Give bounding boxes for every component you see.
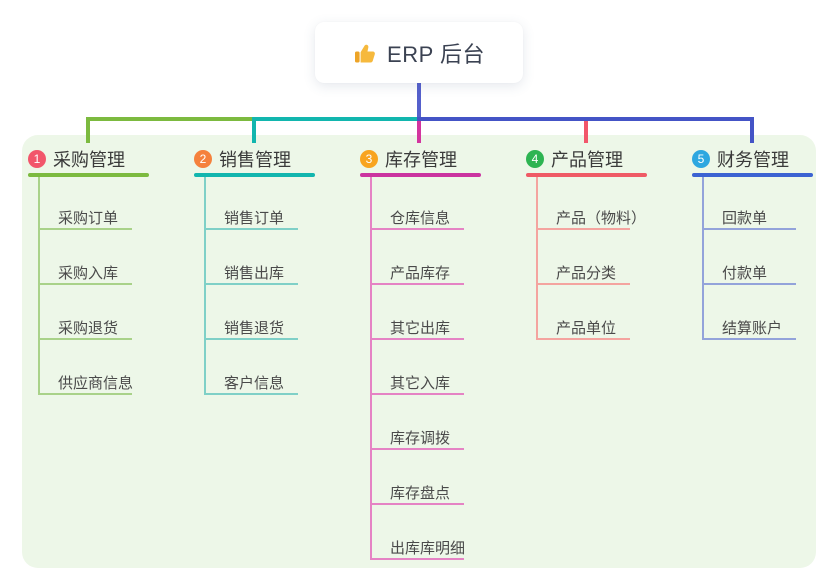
branch-index-badge: 1 (28, 150, 46, 168)
branch-underline (194, 173, 315, 177)
child-node[interactable]: 库存调拨 (390, 430, 451, 447)
branch-child-connector (370, 177, 372, 560)
child-node[interactable]: 回款单 (722, 210, 768, 227)
branch-column: 2 销售管理销售订单销售出库销售退货客户信息 (194, 147, 350, 395)
child-underline (370, 558, 464, 560)
branch-index-badge: 3 (360, 150, 378, 168)
child-underline (38, 338, 132, 340)
child-node[interactable]: 其它入库 (390, 375, 451, 392)
child-node[interactable]: 销售订单 (224, 210, 285, 227)
child-node[interactable]: 其它出库 (390, 320, 451, 337)
child-underline (204, 393, 298, 395)
child-node[interactable]: 产品分类 (556, 265, 617, 282)
branch-node[interactable]: 4 产品管理 (526, 147, 682, 171)
branch-child-connector (38, 177, 40, 395)
branch-index-badge: 5 (692, 150, 710, 168)
child-node[interactable]: 销售出库 (224, 265, 285, 282)
child-underline (370, 228, 464, 230)
child-underline (536, 283, 630, 285)
root-node-erp[interactable]: ERP 后台 (315, 22, 523, 83)
child-node[interactable]: 出库库明细 (390, 540, 466, 557)
child-node[interactable]: 客户信息 (224, 375, 285, 392)
child-underline (702, 228, 796, 230)
branch-node[interactable]: 5 财务管理 (692, 147, 839, 171)
child-node[interactable]: 产品库存 (390, 265, 451, 282)
branch-label: 产品管理 (551, 150, 623, 170)
child-node[interactable]: 产品（物料） (556, 210, 647, 227)
child-underline (702, 283, 796, 285)
branch-node[interactable]: 1 采购管理 (28, 147, 184, 171)
branch-underline (28, 173, 149, 177)
branch-node[interactable]: 3 库存管理 (360, 147, 516, 171)
branch-node[interactable]: 2 销售管理 (194, 147, 350, 171)
child-underline (38, 393, 132, 395)
branch-column: 1 采购管理采购订单采购入库采购退货供应商信息 (28, 147, 184, 395)
child-underline (370, 338, 464, 340)
branch-column: 4 产品管理产品（物料） 产品分类产品单位 (526, 147, 682, 340)
branch-underline (692, 173, 813, 177)
child-node[interactable]: 采购入库 (58, 265, 119, 282)
child-underline (38, 228, 132, 230)
child-underline (370, 448, 464, 450)
child-node[interactable]: 结算账户 (722, 320, 783, 337)
child-underline (204, 228, 298, 230)
child-underline (370, 283, 464, 285)
child-underline (702, 338, 796, 340)
branch-column: 5 财务管理回款单付款单结算账户 (692, 147, 839, 340)
branch-index-badge: 4 (526, 150, 544, 168)
branch-child-connector (536, 177, 538, 340)
child-node[interactable]: 产品单位 (556, 320, 617, 337)
child-node[interactable]: 供应商信息 (58, 375, 134, 392)
root-node-title: ERP 后台 (387, 41, 485, 67)
branch-label: 库存管理 (385, 150, 457, 170)
branch-index-badge: 2 (194, 150, 212, 168)
thumbs-up-icon (353, 41, 377, 65)
child-underline (38, 283, 132, 285)
branches-panel (22, 135, 816, 568)
child-node[interactable]: 仓库信息 (390, 210, 451, 227)
branch-column: 3 库存管理仓库信息产品库存其它出库其它入库库存调拨库存盘点出库库明细 (360, 147, 516, 560)
child-node[interactable]: 采购退货 (58, 320, 119, 337)
child-underline (204, 283, 298, 285)
child-underline (536, 228, 630, 230)
child-underline (370, 503, 464, 505)
branch-child-connector (204, 177, 206, 395)
child-underline (204, 338, 298, 340)
branch-label: 采购管理 (53, 150, 125, 170)
child-node[interactable]: 销售退货 (224, 320, 285, 337)
branch-label: 财务管理 (717, 150, 789, 170)
child-node[interactable]: 库存盘点 (390, 485, 451, 502)
child-underline (370, 393, 464, 395)
child-node[interactable]: 采购订单 (58, 210, 119, 227)
child-underline (536, 338, 630, 340)
branch-underline (526, 173, 647, 177)
branch-label: 销售管理 (219, 150, 291, 170)
branch-child-connector (702, 177, 704, 340)
branch-underline (360, 173, 481, 177)
child-node[interactable]: 付款单 (722, 265, 768, 282)
